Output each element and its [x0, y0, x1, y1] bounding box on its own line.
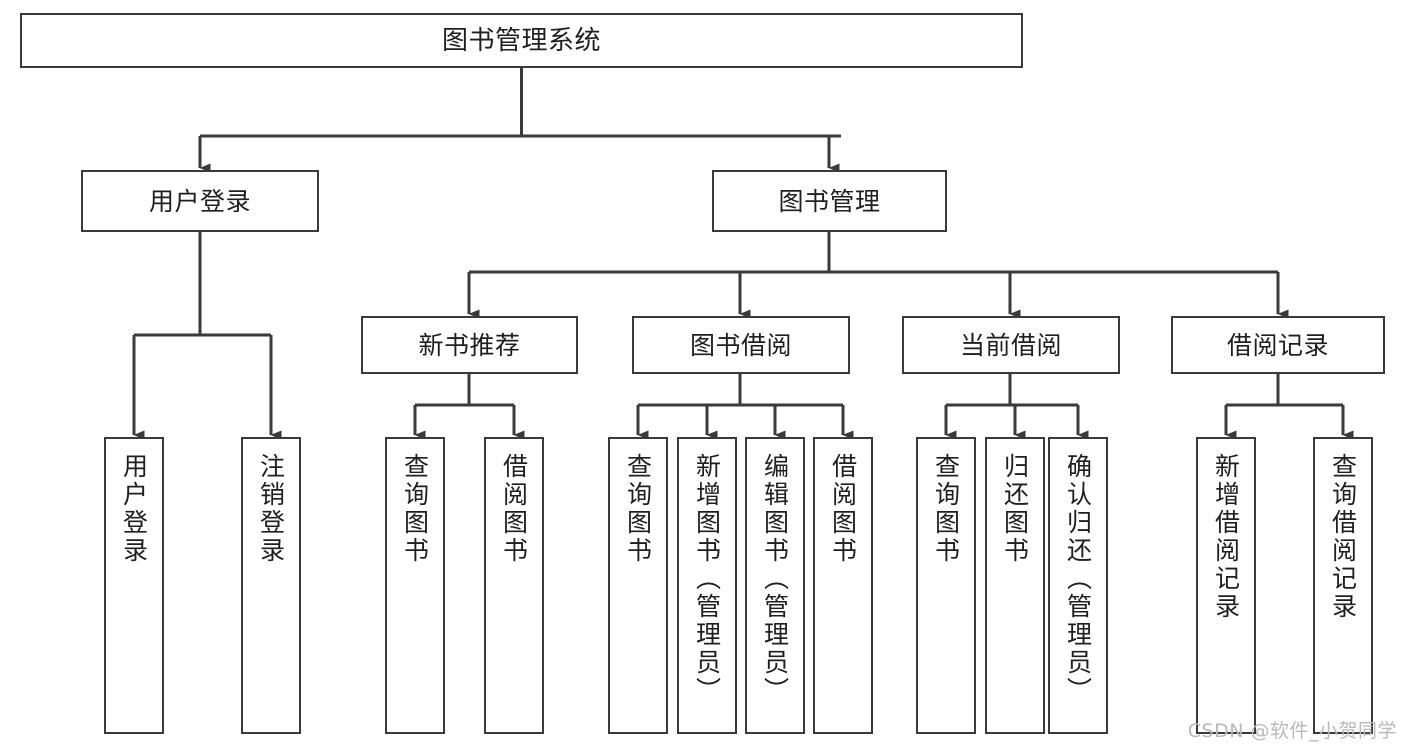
leaf-edit-book-admin-label: 编辑图书（管理员） [760, 453, 790, 705]
leaf-confirm-return-admin[interactable]: 确认归还（管理员） [1048, 437, 1108, 734]
leaf-logout[interactable]: 注销登录 [241, 437, 301, 734]
leaf-query-book-recommend[interactable]: 查询图书 [385, 437, 445, 734]
leaf-add-borrow-record-label: 新增借阅记录 [1211, 453, 1241, 621]
leaf-logout-label: 注销登录 [256, 453, 286, 565]
node-book-management-label: 图书管理 [778, 186, 881, 216]
node-root[interactable]: 图书管理系统 [20, 13, 1023, 68]
node-current-borrow-label: 当前借阅 [959, 330, 1062, 360]
leaf-return-book-label: 归还图书 [1000, 453, 1030, 565]
leaf-query-book-borrow[interactable]: 查询图书 [608, 437, 668, 734]
leaf-add-borrow-record[interactable]: 新增借阅记录 [1196, 437, 1256, 734]
node-root-label: 图书管理系统 [441, 25, 601, 56]
node-current-borrow[interactable]: 当前借阅 [902, 316, 1120, 374]
leaf-edit-book-admin[interactable]: 编辑图书（管理员） [745, 437, 805, 734]
leaf-query-book-current-label: 查询图书 [931, 453, 961, 565]
leaf-query-book-current[interactable]: 查询图书 [916, 437, 976, 734]
node-book-management[interactable]: 图书管理 [712, 170, 947, 232]
leaf-confirm-return-admin-label: 确认归还（管理员） [1063, 453, 1093, 705]
node-borrow-record-label: 借阅记录 [1226, 330, 1329, 360]
leaf-query-borrow-record-label: 查询借阅记录 [1328, 453, 1358, 621]
node-user-login[interactable]: 用户登录 [81, 170, 319, 232]
csdn-watermark: CSDN @软件_小贺同学 [1187, 720, 1397, 742]
leaf-return-book[interactable]: 归还图书 [985, 437, 1045, 734]
node-book-borrow[interactable]: 图书借阅 [632, 316, 850, 374]
leaf-query-book-recommend-label: 查询图书 [400, 453, 430, 565]
node-book-borrow-label: 图书借阅 [689, 330, 792, 360]
node-user-login-label: 用户登录 [148, 186, 251, 216]
leaf-user-login-label: 用户登录 [119, 453, 149, 565]
leaf-borrow-book[interactable]: 借阅图书 [813, 437, 873, 734]
leaf-borrow-book-label: 借阅图书 [828, 453, 858, 565]
leaf-query-book-borrow-label: 查询图书 [623, 453, 653, 565]
leaf-query-borrow-record[interactable]: 查询借阅记录 [1313, 437, 1373, 734]
node-borrow-record[interactable]: 借阅记录 [1171, 316, 1385, 374]
node-new-book-recommend[interactable]: 新书推荐 [361, 316, 578, 374]
leaf-add-book-admin[interactable]: 新增图书（管理员） [677, 437, 737, 734]
node-new-book-recommend-label: 新书推荐 [418, 330, 521, 360]
leaf-borrow-book-recommend[interactable]: 借阅图书 [484, 437, 544, 734]
leaf-user-login[interactable]: 用户登录 [104, 437, 164, 734]
leaf-borrow-book-recommend-label: 借阅图书 [499, 453, 529, 565]
leaf-add-book-admin-label: 新增图书（管理员） [692, 453, 722, 705]
